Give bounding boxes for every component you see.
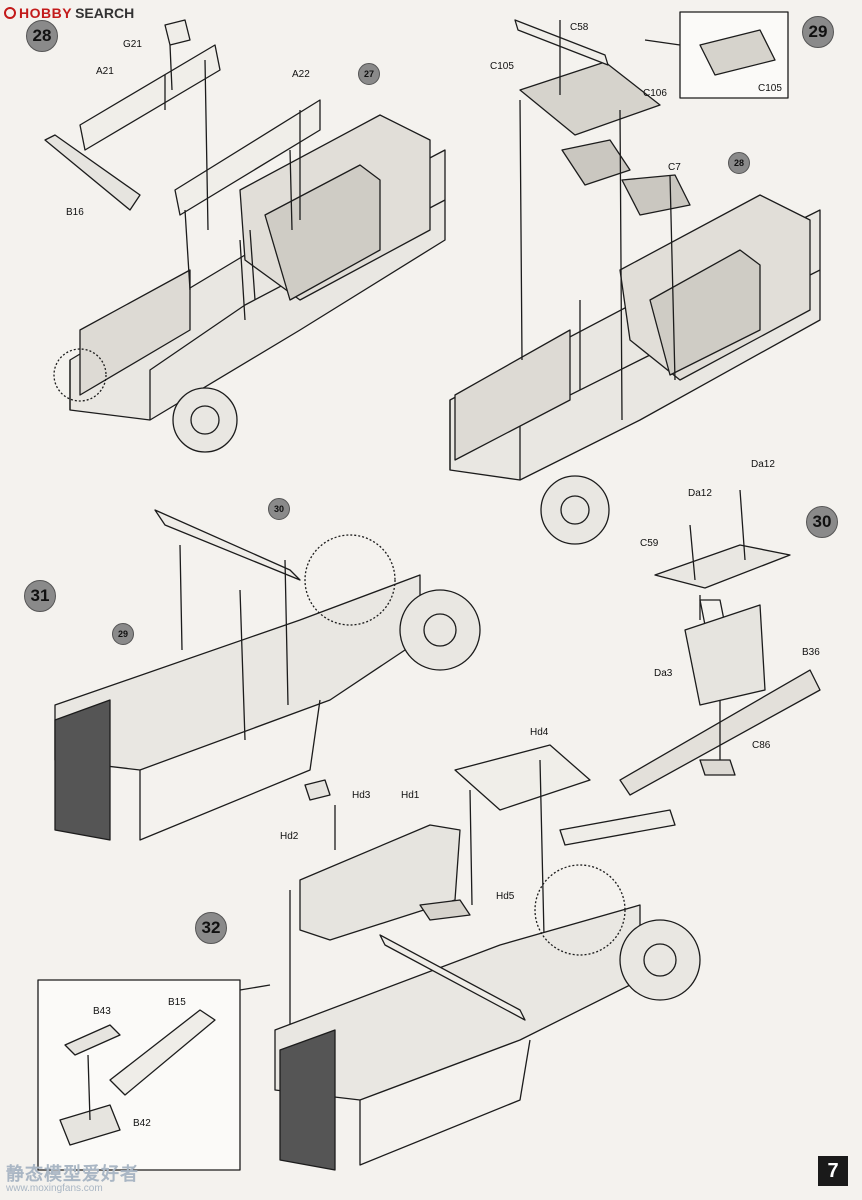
watermark: 静态模型爱好者 www.moxingfans.com — [6, 1164, 139, 1194]
ref-step-30: 30 — [268, 498, 290, 520]
part-label-hd2: Hd2 — [280, 831, 299, 842]
part-label-da12-right: Da12 — [751, 459, 775, 470]
part-label-b43: B43 — [93, 1006, 111, 1017]
step-32-number: 32 — [195, 912, 227, 944]
part-label-b15: B15 — [168, 997, 186, 1008]
part-label-a21: A21 — [96, 66, 114, 77]
part-label-c58: C58 — [570, 22, 589, 33]
logo-brand-suffix: SEARCH — [75, 5, 135, 21]
step-30-drawing — [619, 489, 821, 796]
part-label-hd4: Hd4 — [530, 727, 549, 738]
part-label-da3: Da3 — [654, 668, 673, 679]
step-28-number: 28 — [26, 20, 58, 52]
page-number: 7 — [818, 1156, 848, 1186]
part-label-hd1: Hd1 — [401, 790, 420, 801]
part-label-c106: C106 — [643, 88, 667, 99]
step-32-drawing — [37, 864, 701, 1171]
logo-mark-icon — [4, 7, 16, 19]
watermark-chinese: 静态模型爱好者 — [6, 1164, 139, 1184]
logo-brand: HOBBY — [19, 5, 73, 21]
part-label-b36: B36 — [802, 647, 820, 658]
step-30-number: 30 — [806, 506, 838, 538]
part-label-c105-inset: C105 — [758, 83, 782, 94]
part-label-hd5: Hd5 — [496, 891, 515, 902]
step-31-number: 31 — [24, 580, 56, 612]
part-label-g21: G21 — [123, 39, 142, 50]
step-31-drawing — [54, 509, 676, 1025]
step-29-drawing — [449, 11, 821, 545]
part-label-b16: B16 — [66, 207, 84, 218]
part-label-b42: B42 — [133, 1118, 151, 1129]
ref-step-27: 27 — [358, 63, 380, 85]
part-label-hd3: Hd3 — [352, 790, 371, 801]
ref-step-28: 28 — [728, 152, 750, 174]
hobbysearch-logo: HOBBY SEARCH — [4, 5, 134, 21]
part-label-c105: C105 — [490, 61, 514, 72]
step-28-drawing — [44, 19, 446, 453]
part-label-c7: C7 — [668, 162, 681, 173]
part-label-da12-left: Da12 — [688, 488, 712, 499]
step-29-number: 29 — [802, 16, 834, 48]
part-label-c59: C59 — [640, 538, 659, 549]
watermark-url: www.moxingfans.com — [6, 1183, 103, 1194]
ref-step-29: 29 — [112, 623, 134, 645]
part-label-a22: A22 — [292, 69, 310, 80]
part-label-c86: C86 — [752, 740, 771, 751]
